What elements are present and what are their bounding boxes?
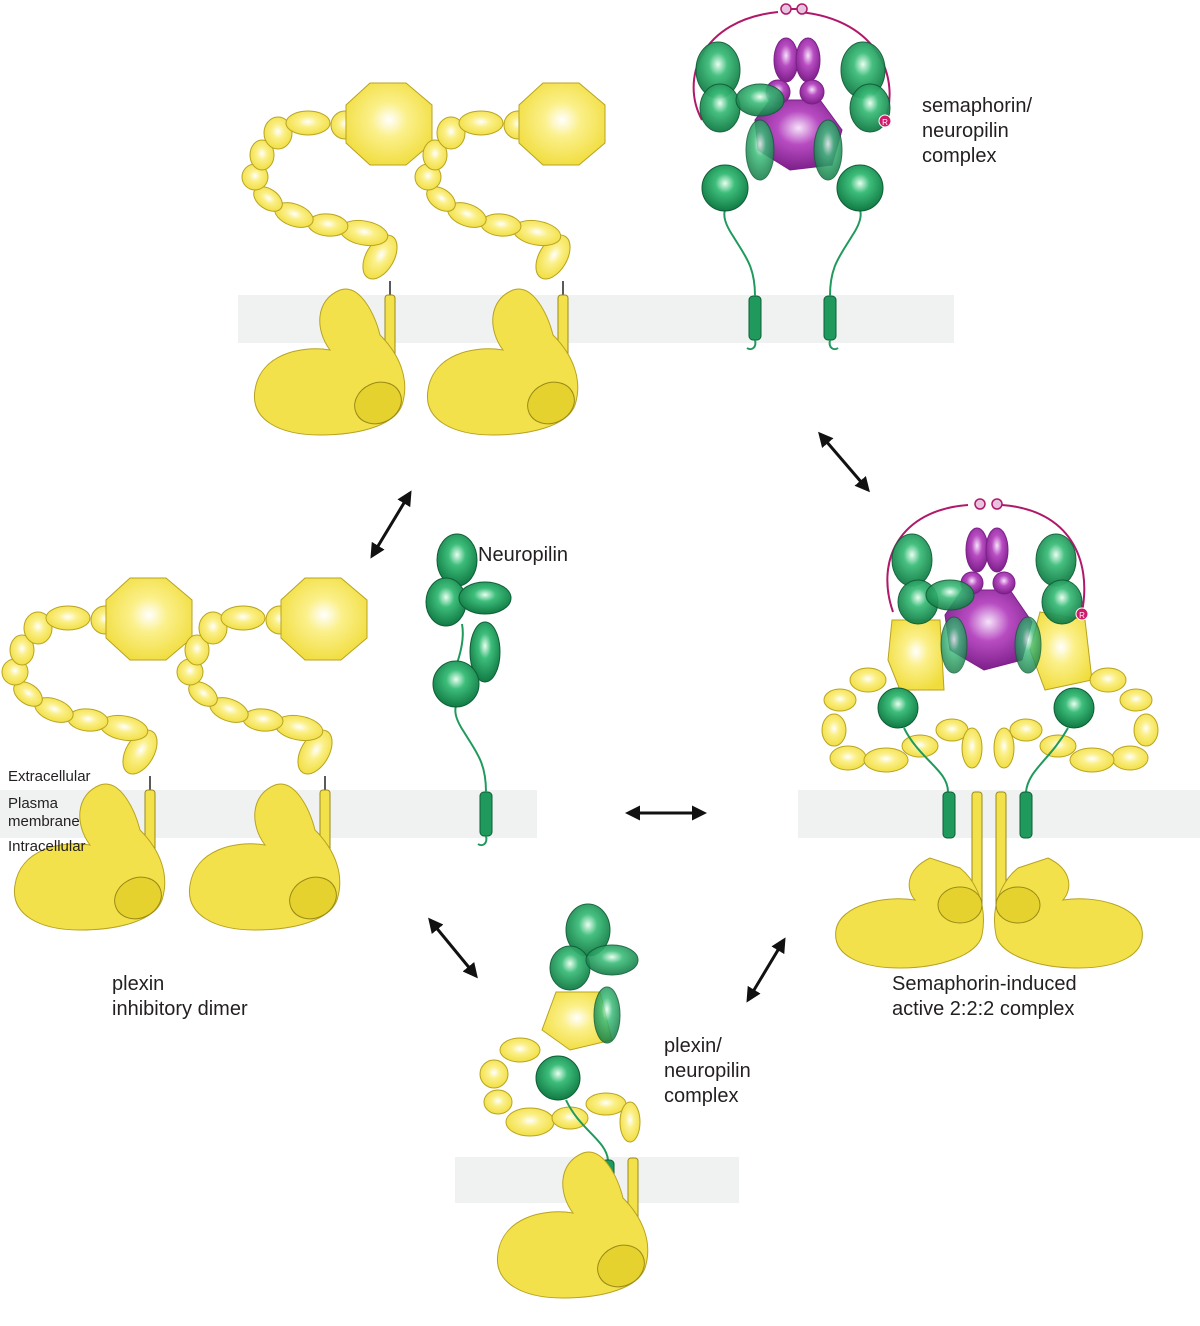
sema-nrp-complex: R (692, 3, 892, 351)
arrow-bottom-right (746, 937, 786, 1003)
active-complex: R (821, 498, 1159, 969)
label-extracellular: Extracellular (8, 768, 91, 785)
label-active-complex: Semaphorin-induced active 2:2:2 complex (892, 973, 1077, 1020)
label-sema-nrp-complex: semaphorin/ neuropilin complex (922, 95, 1033, 167)
label-plexin-inhibitory-dimer: plexin inhibitory dimer (112, 973, 248, 1020)
label-plexin-nrp-complex: plexin/ neuropilin complex (664, 1035, 751, 1107)
arrow-bottom-left (428, 917, 478, 979)
plexin-left-2 (176, 577, 368, 931)
svg-text:R: R (1079, 611, 1085, 620)
plexin-nrp-complex (479, 903, 652, 1299)
arrow-top-left (370, 490, 412, 559)
plexin-top-1 (241, 82, 433, 436)
label-neuropilin: Neuropilin (478, 544, 569, 566)
arrows (370, 431, 870, 1003)
plexin-left-1 (1, 577, 193, 931)
label-plasma-membrane: Plasma membrane (8, 795, 80, 830)
neuropilin-free (425, 533, 512, 847)
arrow-top-right (818, 431, 870, 493)
svg-text:R: R (882, 118, 888, 127)
label-intracellular: Intracellular (8, 838, 86, 855)
plexin-top-2 (414, 82, 606, 436)
